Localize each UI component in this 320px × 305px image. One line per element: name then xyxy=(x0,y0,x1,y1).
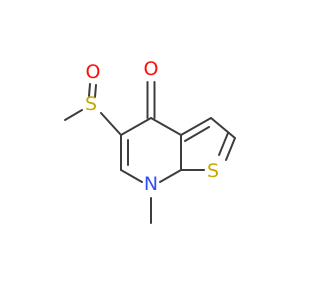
bond-c4-c4a xyxy=(150,117,182,136)
molecule-structure: O O S S N xyxy=(64,58,236,224)
structure-canvas: O O S S N xyxy=(64,58,236,224)
bond-c4a-c3-inner xyxy=(184,126,210,142)
bond-n7-c6 xyxy=(120,169,143,183)
bond-c4a-c3 xyxy=(180,117,212,136)
bond-lines xyxy=(64,81,236,224)
atom-ring-nitrogen: N xyxy=(144,173,158,195)
atom-thiophene-sulfur: S xyxy=(207,160,219,182)
bond-c3-c2 xyxy=(210,117,236,139)
atom-sulfinyl-sulfur: S xyxy=(85,93,97,115)
bond-c5-s xyxy=(100,112,122,136)
bond-s-o-double-a xyxy=(88,83,91,97)
bond-c5-c4 xyxy=(120,117,152,136)
atom-sulfinyl-oxygen: O xyxy=(86,61,101,83)
bond-c7a-n7 xyxy=(159,169,182,183)
bond-s-methyl xyxy=(64,109,83,121)
bond-c2-s1-b xyxy=(218,132,229,156)
atom-ketone-oxygen: O xyxy=(144,58,159,80)
bond-c2-s1-a xyxy=(225,137,236,161)
atom-labels: O O S S N xyxy=(85,58,219,195)
bond-s-o-double-b xyxy=(94,84,97,98)
